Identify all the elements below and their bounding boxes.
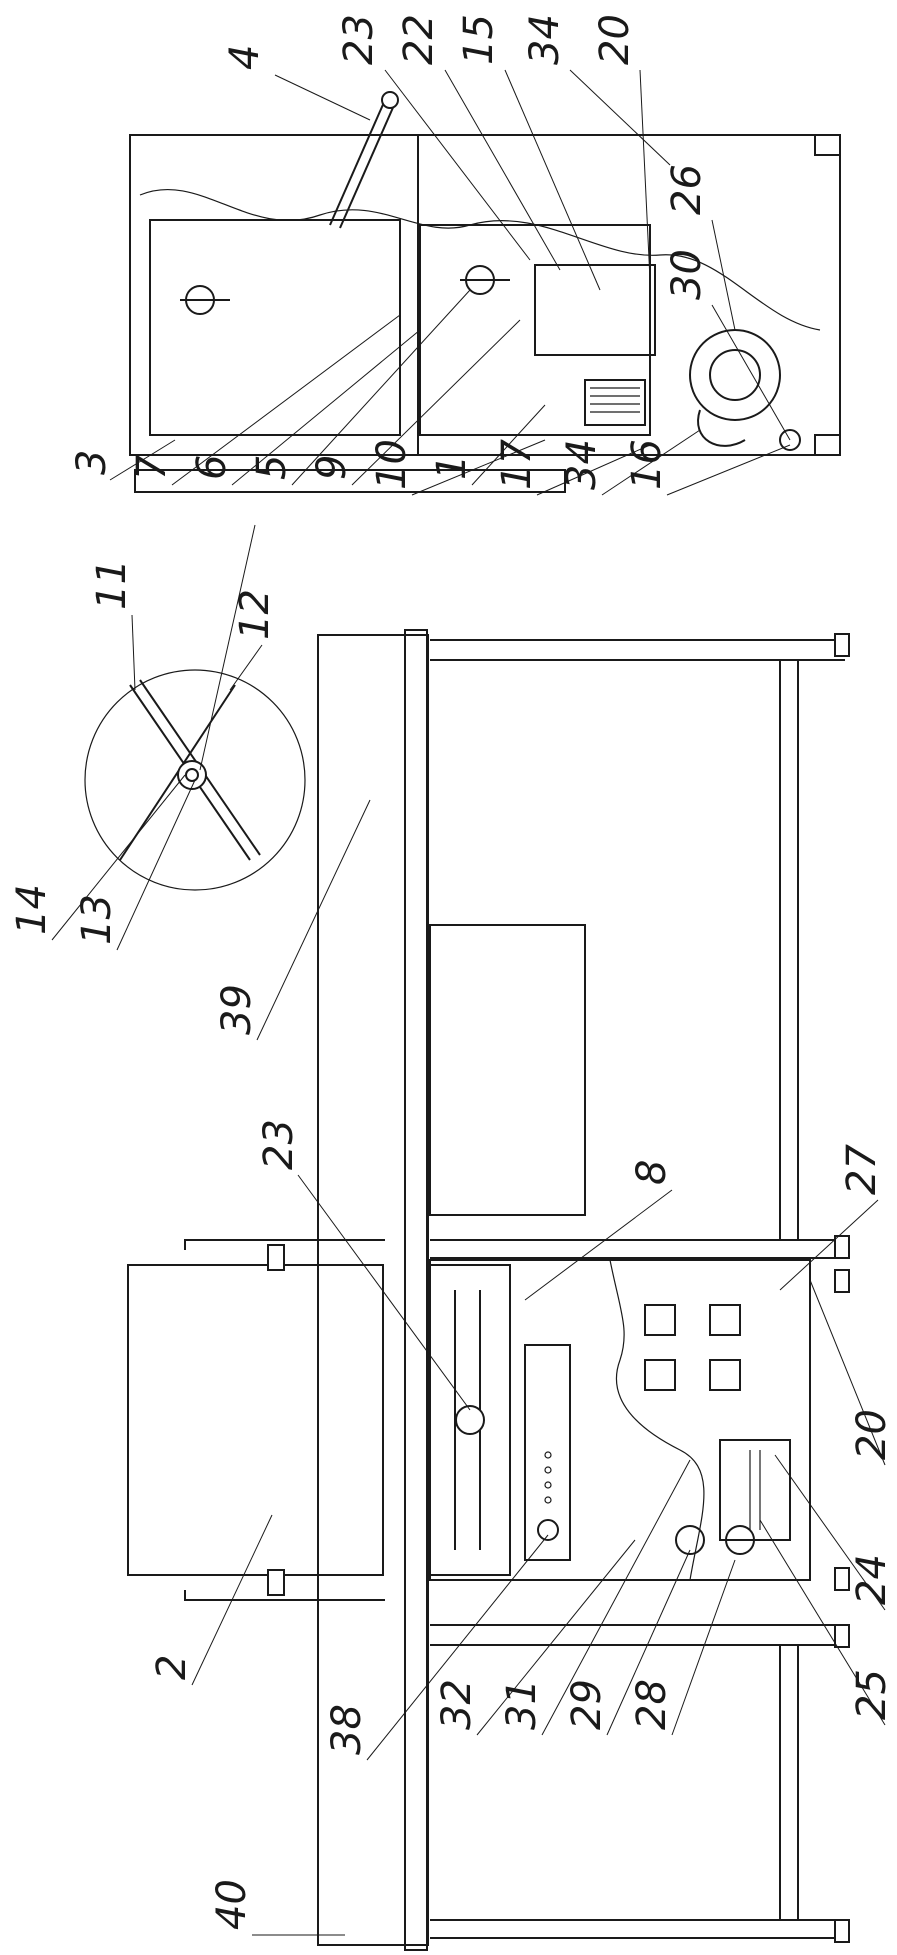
label-16: 16 <box>624 439 670 490</box>
body-break-line <box>609 1259 705 1581</box>
pump-impeller <box>709 349 761 401</box>
table-sink-box <box>429 924 586 1216</box>
side-view-section <box>129 91 841 493</box>
lid-handle <box>329 99 386 226</box>
label-19: 20 <box>592 14 638 65</box>
lid-handle-edge <box>339 102 396 229</box>
label-33: 34 <box>522 14 568 65</box>
machine-lid <box>127 1264 384 1576</box>
label-24: 24 <box>849 1554 895 1605</box>
lid-handle-frame <box>184 1239 385 1250</box>
spray-hub-upper <box>185 285 215 315</box>
frame-column <box>134 469 566 493</box>
detail-leader <box>199 524 256 771</box>
spray-arm-nut <box>185 768 199 782</box>
foot-4 <box>834 1567 850 1591</box>
spray-hub-lower <box>465 265 495 295</box>
boiler-tank <box>534 264 656 356</box>
label-3: 3 <box>69 450 115 475</box>
label-40: 40 <box>209 1879 255 1930</box>
label-21: 22 <box>396 14 442 65</box>
lid-hinge-1 <box>267 1244 285 1271</box>
pump-housing <box>689 329 781 421</box>
label-11: 11 <box>89 559 135 610</box>
label-5: 5 <box>249 455 295 480</box>
label-39: 39 <box>214 984 260 1035</box>
rack-hub <box>455 1405 485 1435</box>
label-7: 7 <box>129 454 175 480</box>
label-14: 14 <box>9 884 55 935</box>
spray-arm-detail <box>84 524 306 891</box>
label-6: 6 <box>189 455 235 480</box>
label-10: 10 <box>369 439 415 490</box>
wash-chamber-upper <box>149 219 401 436</box>
label-28: 28 <box>629 1679 675 1730</box>
label-29: 29 <box>564 1679 610 1730</box>
label-13: 13 <box>74 894 120 945</box>
label-1: 1 <box>429 455 475 480</box>
control-panel <box>524 1344 571 1561</box>
front-view <box>127 629 850 1951</box>
foot-1 <box>834 633 850 657</box>
label-30: 30 <box>664 249 710 300</box>
lid-hinge-2 <box>267 1569 285 1596</box>
contactor-3 <box>644 1359 676 1391</box>
label-34: 34 <box>559 439 605 490</box>
label-4: 4 <box>222 45 268 70</box>
label-15: 15 <box>456 14 502 65</box>
foot-2 <box>834 1235 850 1259</box>
label-9: 9 <box>309 455 355 480</box>
label-32: 32 <box>434 1679 480 1730</box>
control-knob <box>537 1519 559 1541</box>
break-line <box>139 189 821 331</box>
leg-top <box>814 134 841 156</box>
pump-pipe <box>697 409 746 447</box>
label-2: 2 <box>149 1655 195 1680</box>
machine-body-outline <box>129 134 841 456</box>
pump-1 <box>675 1525 705 1555</box>
wash-rack <box>429 1264 511 1576</box>
label-17: 17 <box>494 439 540 490</box>
label-23: 23 <box>256 1119 302 1170</box>
label-38: 38 <box>324 1704 370 1755</box>
foot-6 <box>834 1919 850 1943</box>
label-22: 23 <box>336 14 382 65</box>
contactor-2 <box>709 1304 741 1336</box>
label-20: 20 <box>849 1409 895 1460</box>
foot-3 <box>834 1269 850 1293</box>
foot-5 <box>834 1624 850 1648</box>
callout-labels: 4 23 22 15 34 20 26 30 3 7 6 5 9 10 1 17… <box>9 14 895 1936</box>
label-12: 12 <box>232 589 278 640</box>
label-27: 27 <box>839 1144 885 1195</box>
table-rail <box>404 629 428 1951</box>
contactor-1 <box>644 1304 676 1336</box>
label-8: 8 <box>629 1160 675 1185</box>
handle-knob <box>381 91 399 109</box>
label-31: 31 <box>499 1679 545 1730</box>
leg-bottom <box>814 434 841 456</box>
heater-grid <box>584 379 646 426</box>
contactor-4 <box>709 1359 741 1391</box>
detergent-tank <box>719 1439 791 1541</box>
label-26: 26 <box>664 164 710 215</box>
detail-circle <box>84 669 306 891</box>
